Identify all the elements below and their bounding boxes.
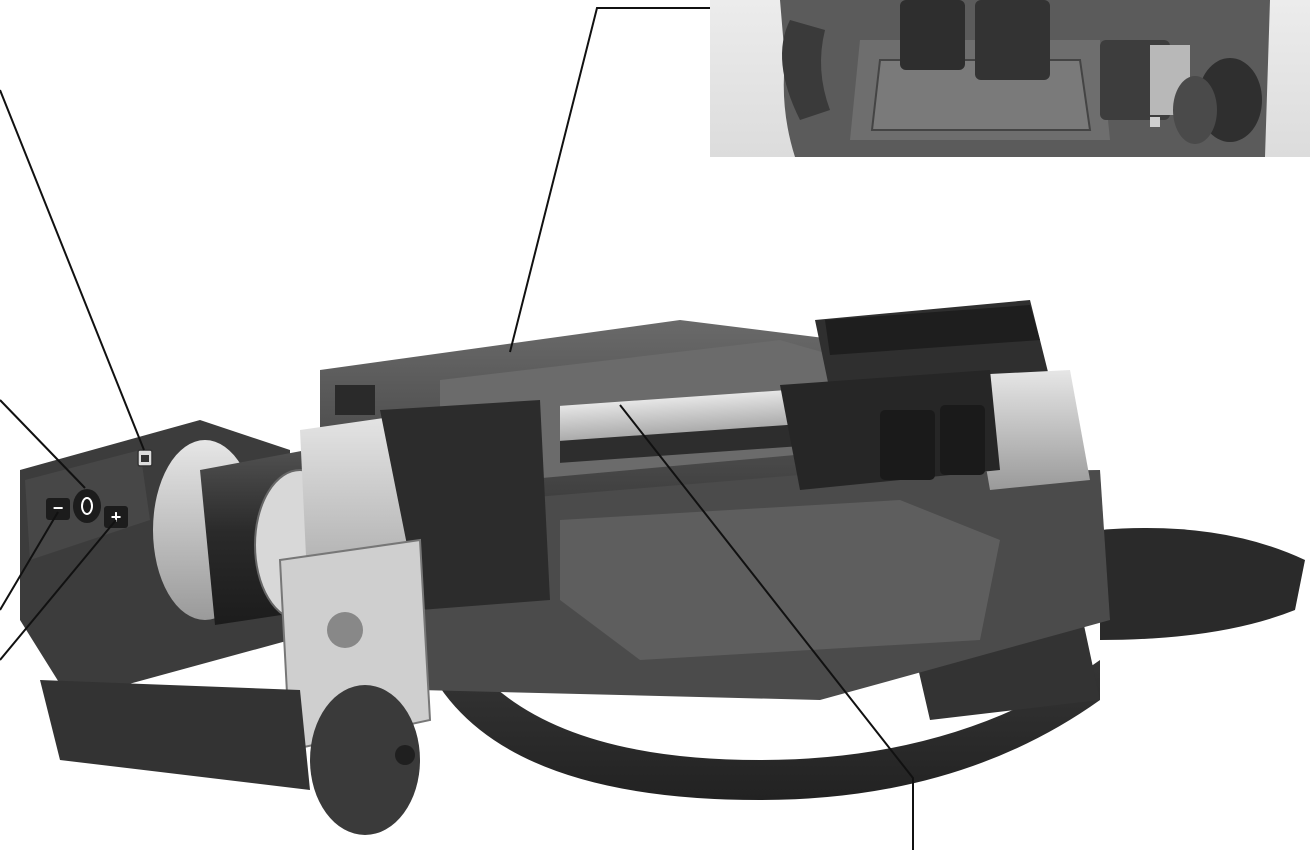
- front-foot: [40, 680, 310, 790]
- inset-detail-view: [710, 0, 1310, 157]
- control-buttons: − +: [46, 449, 153, 528]
- wheel-hub: [395, 745, 415, 765]
- leader-power-button: [0, 399, 86, 489]
- lower-strap-loop: [420, 610, 1100, 800]
- inset-battery-left: [900, 0, 965, 70]
- inset-indicator: [1150, 117, 1160, 127]
- inset-battery-right: [975, 0, 1050, 80]
- power-symbol: [81, 497, 93, 515]
- rail-slot: [560, 419, 860, 463]
- inset-side-wall: [782, 20, 830, 120]
- battery-indicator-fill: [141, 455, 149, 462]
- leader-plus-button: [0, 519, 117, 661]
- carry-strap-end: [1100, 528, 1305, 640]
- front-foot-wheel: [310, 685, 420, 835]
- leader-battery-indicator: [0, 89, 145, 451]
- plus-button-icon[interactable]: [104, 506, 128, 528]
- leader-top-housing: [509, 7, 710, 353]
- battery-pack-left: [880, 410, 935, 480]
- base-top-surface: [560, 500, 1000, 660]
- callout-leaders: [0, 7, 914, 850]
- main-device: [20, 300, 1305, 835]
- power-button-icon[interactable]: [73, 489, 101, 523]
- minus-button-icon[interactable]: [46, 498, 70, 520]
- vent-grille: [335, 385, 375, 415]
- front-dark-block: [380, 400, 550, 610]
- leader-minus-button: [0, 511, 59, 611]
- plus-symbol: +: [111, 507, 122, 527]
- inset-roller-cap: [1173, 76, 1217, 144]
- battery-pack-right: [940, 405, 985, 475]
- minus-symbol: −: [53, 498, 64, 518]
- rear-module-ribs: [825, 305, 1040, 355]
- latch-bolt: [327, 612, 363, 648]
- leader-top-panel: [619, 404, 914, 850]
- rear-metal-hinge: [970, 370, 1090, 490]
